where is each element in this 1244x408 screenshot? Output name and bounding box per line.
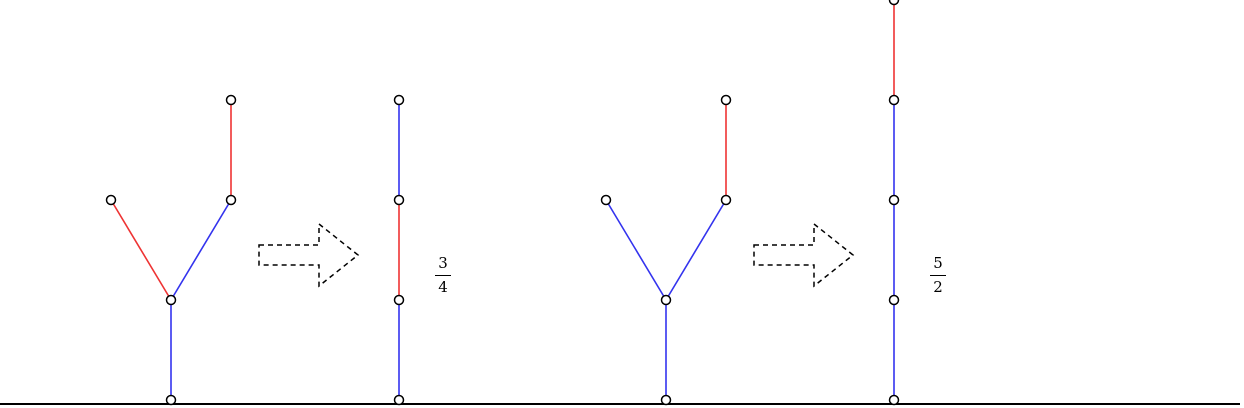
tree2-node-left-leaf [600, 194, 612, 206]
tree1-edge-blue-3 [170, 199, 232, 301]
tree1-node-root [165, 394, 177, 406]
transform-arrow-1 [258, 222, 360, 288]
chain1-node-4 [393, 94, 405, 106]
tree1-node-right-top [225, 94, 237, 106]
fraction-label-2: 5 2 [926, 254, 950, 296]
tree1-node-fork [165, 294, 177, 306]
fraction-denominator: 4 [438, 278, 448, 296]
fraction-denominator: 2 [933, 278, 943, 296]
nodes-layer [105, 0, 900, 406]
tree2-node-fork [660, 294, 672, 306]
chain1-node-2 [393, 294, 405, 306]
tree2-node-right-top [720, 94, 732, 106]
tree1-node-left-leaf [105, 194, 117, 206]
tree2-edge-blue-2 [605, 199, 667, 301]
fraction-numerator: 5 [933, 254, 943, 272]
fraction-bar [435, 275, 451, 276]
transform-arrow-2 [753, 222, 855, 288]
tree2-edge-blue-3 [665, 199, 727, 301]
fraction-bar [930, 275, 946, 276]
tree2-node-root [660, 394, 672, 406]
chain2-node-5 [888, 0, 900, 6]
fraction-label-1: 3 4 [431, 254, 455, 296]
chain1-node-3 [393, 194, 405, 206]
chain2-node-2 [888, 294, 900, 306]
chain2-node-4 [888, 94, 900, 106]
tree1-edge-red-2 [110, 199, 172, 301]
edges-layer [110, 0, 895, 400]
chain1-node-1 [393, 394, 405, 406]
tree1-node-right-mid [225, 194, 237, 206]
chain2-node-1 [888, 394, 900, 406]
fraction-numerator: 3 [438, 254, 448, 272]
arrows-layer [258, 222, 855, 288]
tree2-node-right-mid [720, 194, 732, 206]
chain2-node-3 [888, 194, 900, 206]
